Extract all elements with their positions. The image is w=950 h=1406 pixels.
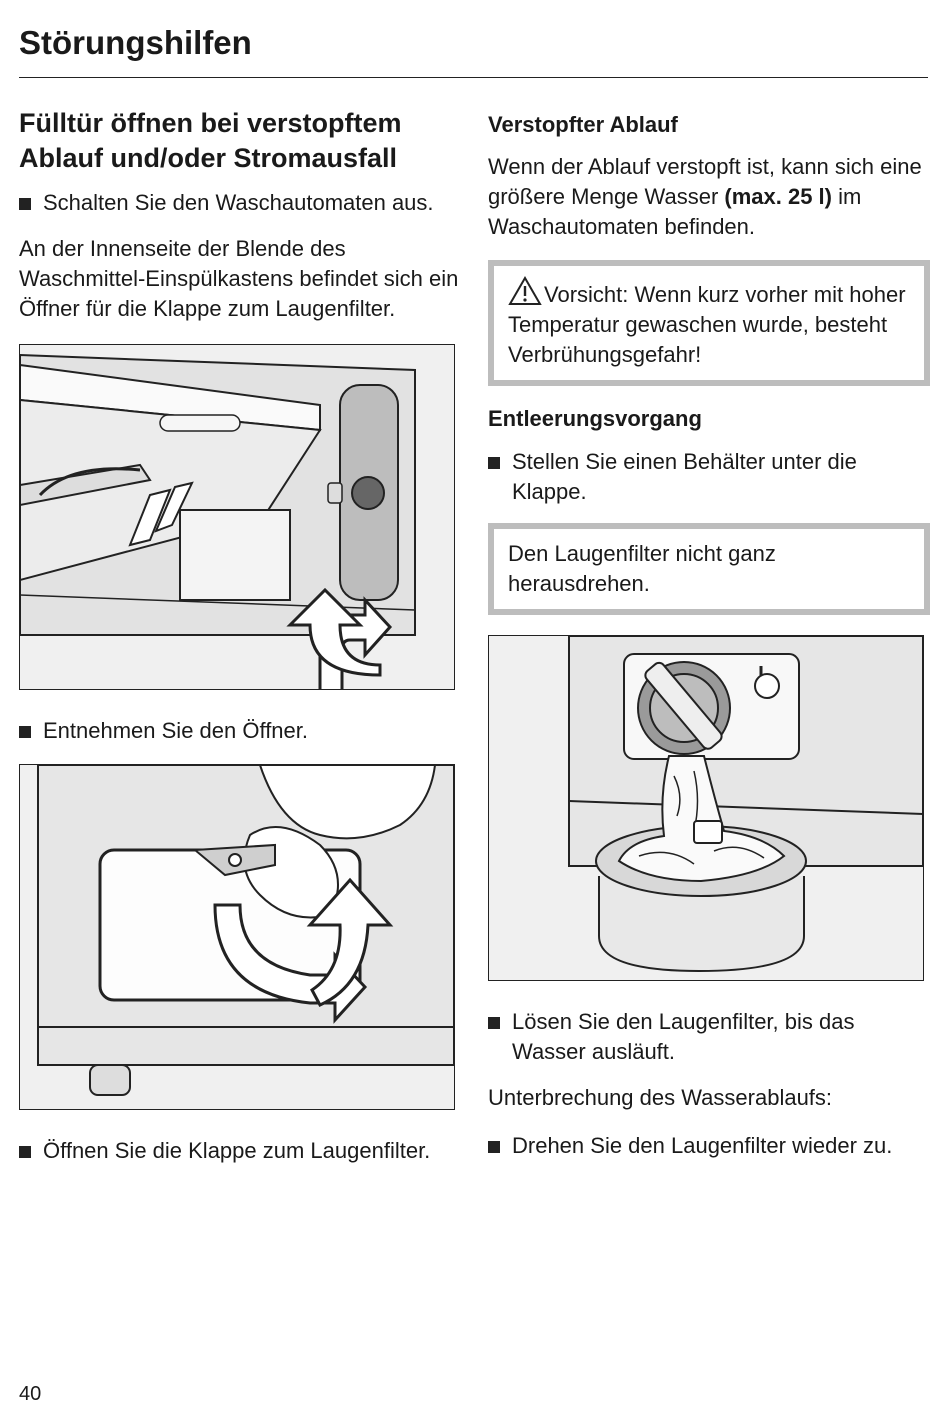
- notice-box: Den Laugenfilter nicht ganz herausdrehen…: [488, 522, 930, 615]
- section-heading: Fülltür öffnen bei verstopftem Ablauf un…: [19, 108, 402, 174]
- warning-box: Vorsicht: Wenn kurz vorher mit hoher Tem…: [488, 260, 930, 387]
- page-title: Störungshilfen: [19, 24, 252, 61]
- instruction-place-container: Stellen Sie einen Behälter unter die Kla…: [488, 447, 930, 507]
- blocked-drain-text: Wenn der Ablauf verstopft ist, kann sich…: [488, 152, 930, 242]
- subheading-draining: Entleerungsvorgang: [488, 406, 702, 432]
- warning-text: Vorsicht: Wenn kurz vorher mit hoher Tem…: [508, 282, 906, 368]
- drain-filter-illustration: [489, 635, 923, 980]
- instruction-switch-off: Schalten Sie den Waschautomaten aus.: [19, 188, 459, 218]
- interrupt-drain-text: Unterbrechung des Wasserablaufs:: [488, 1084, 833, 1110]
- opener-location-text: An der Innenseite der Blende des Waschmi…: [19, 236, 459, 322]
- drawer-illustration: [20, 345, 454, 690]
- subheading-blocked-drain: Verstopfter Ablauf: [488, 112, 678, 137]
- blocked-drain-text-part1: Wenn der Ablauf verstopft ist, kann sich…: [488, 154, 922, 210]
- page-number: 40: [19, 1383, 42, 1405]
- instruction-close-filter: Drehen Sie den Laugenfilter wieder zu.: [488, 1131, 930, 1161]
- figure-detergent-drawer-opener: [19, 344, 455, 691]
- instruction-remove-opener: Entnehmen Sie den Öffner.: [19, 716, 459, 746]
- left-column: Fülltür öffnen bei verstopftem Ablauf un…: [19, 100, 459, 1182]
- figure-remove-opener: [19, 764, 455, 1111]
- max-water-amount: (max. 25 l): [724, 184, 832, 210]
- hand-opener-illustration: [20, 765, 454, 1110]
- blocked-drain-text-part2: im Waschautomaten befinden.: [488, 184, 862, 240]
- figure-drain-filter: [488, 634, 924, 981]
- warning-triangle-icon: [508, 276, 542, 306]
- right-column: Verstopfter Ablauf Wenn der Ablauf verst…: [488, 100, 930, 1177]
- instruction-open-flap: Öffnen Sie die Klappe zum Laugenfilter.: [19, 1136, 459, 1166]
- instruction-loosen-filter: Lösen Sie den Laugenfilter, bis das Wass…: [488, 1007, 930, 1067]
- header-rule: [19, 77, 928, 78]
